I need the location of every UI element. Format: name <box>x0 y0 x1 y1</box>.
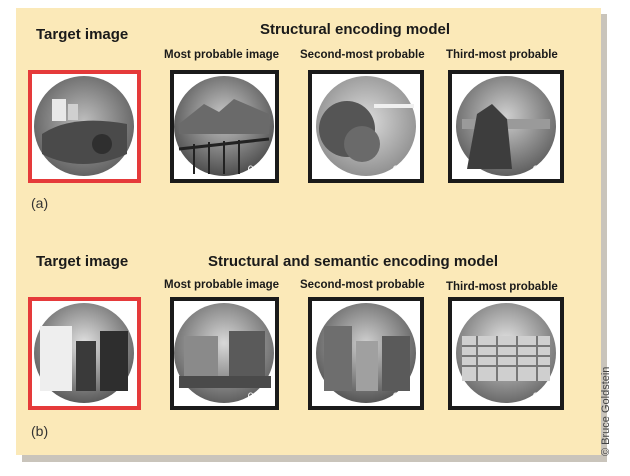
column-label-b-1: Most probable image <box>164 279 280 291</box>
target-title-b: Target image <box>36 253 129 270</box>
panel-label-b: (b) <box>31 423 49 439</box>
model-title-b: Structural and semantic encoding model <box>208 253 499 270</box>
score-a-3: 0.50 <box>532 164 554 176</box>
target-image-b <box>28 297 141 410</box>
result-image-b-2: 0.42 <box>308 297 424 410</box>
result-image-a-1: 0.52 <box>170 70 279 183</box>
target-image-a <box>28 70 141 183</box>
target-title-a: Target image <box>36 26 129 43</box>
score-b-2: 0.42 <box>392 391 414 403</box>
result-image-a-3: 0.50 <box>448 70 564 183</box>
column-label-b-2: Second-most probable <box>300 279 425 291</box>
result-image-a-2: 0.51 <box>308 70 424 183</box>
column-label-a-2: Second-most probable <box>300 49 425 61</box>
column-label-b-3: Third-most probable <box>446 281 558 293</box>
result-image-b-1: 0.47 <box>170 297 279 410</box>
score-a-2: 0.51 <box>392 164 414 176</box>
score-b-1: 0.47 <box>247 391 269 403</box>
photo-credit: © Bruce Goldstein <box>600 366 612 456</box>
model-title-a: Structural encoding model <box>260 21 451 38</box>
column-label-a-1: Most probable image <box>164 49 280 61</box>
score-a-1: 0.52 <box>247 164 269 176</box>
result-image-b-3: 0.48 <box>448 297 564 410</box>
panel-label-a: (a) <box>31 195 49 211</box>
column-label-a-3: Third-most probable <box>446 49 558 61</box>
score-b-3: 0.48 <box>532 391 554 403</box>
